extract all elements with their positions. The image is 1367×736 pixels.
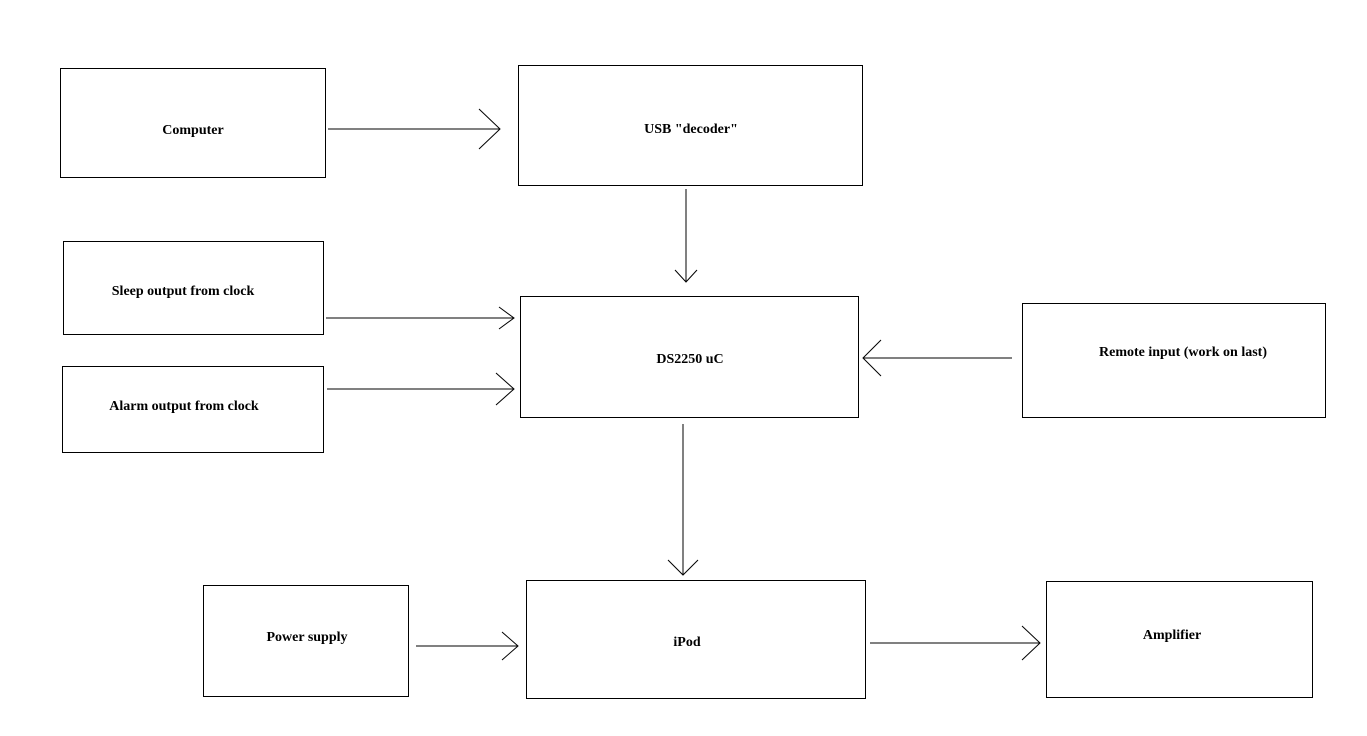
usb-decoder-label: USB "decoder" (644, 122, 738, 137)
ds2250-block: DS2250 uC (520, 296, 859, 418)
usb-decoder-block: USB "decoder" (518, 65, 863, 186)
arrow-computer-to-usb (328, 108, 501, 150)
ipod-label: iPod (673, 635, 701, 650)
sleep-output-label: Sleep output from clock (111, 284, 255, 299)
arrow-ipod-to-amplifier (870, 625, 1041, 661)
computer-label: Computer (162, 123, 224, 138)
alarm-output-block: Alarm output from clock (62, 366, 324, 453)
arrow-sleep-to-ds2250 (326, 306, 515, 330)
sleep-output-block: Sleep output from clock (63, 241, 324, 335)
ipod-block: iPod (526, 580, 866, 699)
arrow-remote-to-ds2250 (862, 339, 1012, 377)
alarm-output-label: Alarm output from clock (109, 399, 259, 414)
arrow-usb-to-ds2250 (674, 189, 698, 283)
arrow-power-to-ipod (416, 631, 519, 661)
ds2250-label: DS2250 uC (656, 352, 724, 367)
power-supply-label: Power supply (266, 630, 348, 645)
arrow-alarm-to-ds2250 (327, 372, 515, 406)
amplifier-label: Amplifier (1142, 628, 1202, 643)
arrow-ds2250-to-ipod (667, 424, 699, 576)
computer-block: Computer (60, 68, 326, 178)
amplifier-block: Amplifier (1046, 581, 1313, 698)
remote-input-block: Remote input (work on last) (1022, 303, 1326, 418)
remote-input-label: Remote input (work on last) (1099, 345, 1267, 360)
power-supply-block: Power supply (203, 585, 409, 697)
